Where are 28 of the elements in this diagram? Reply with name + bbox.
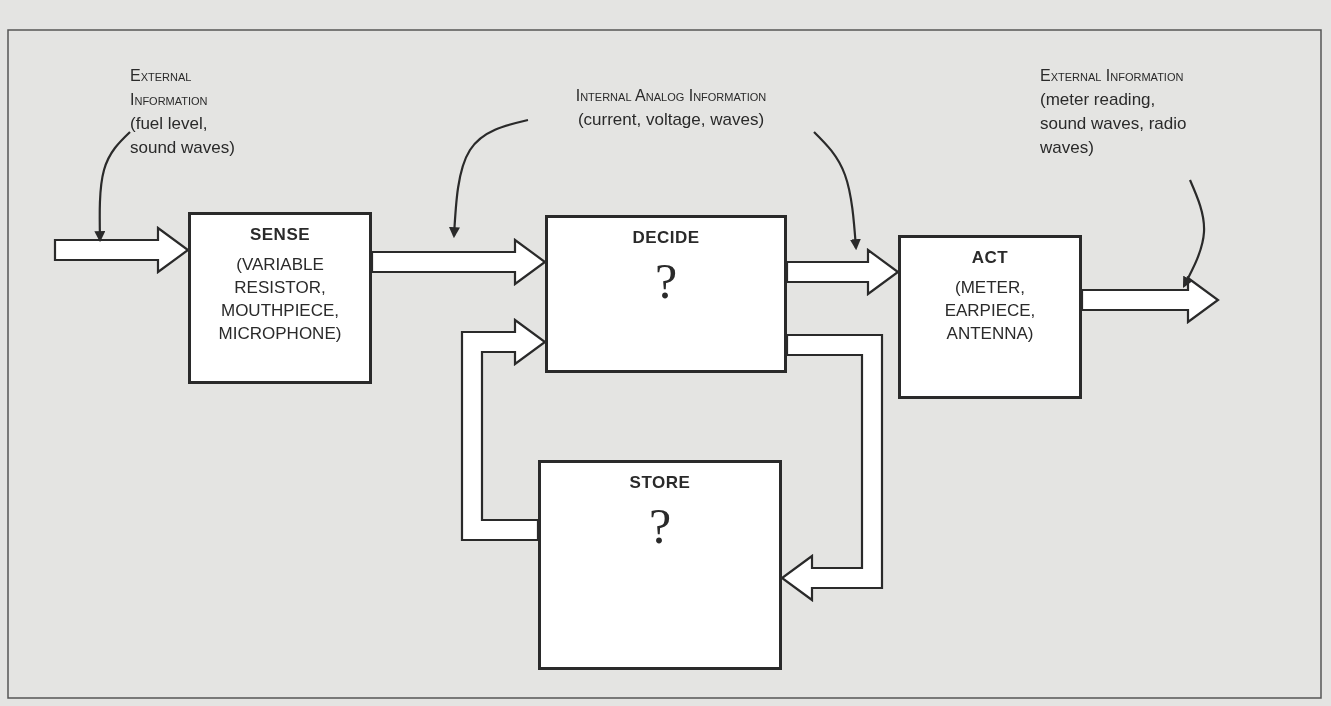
leader-line <box>94 131 131 243</box>
question-mark: ? <box>654 256 678 306</box>
leader-line <box>813 131 861 251</box>
process-box <box>545 215 787 373</box>
annotation-heading: Internal Analog Information <box>575 86 767 106</box>
annotation-heading: External Information <box>1040 66 1184 86</box>
process-box <box>898 235 1082 399</box>
block-arrow <box>785 247 900 297</box>
block-arrow <box>53 225 190 275</box>
block-arrow <box>370 237 547 287</box>
block-arrow <box>460 317 547 542</box>
block-arrow <box>780 333 884 603</box>
process-box <box>188 212 372 384</box>
box-title: DECIDE <box>632 228 700 248</box>
annotation-note: (meter reading, sound waves, radio waves) <box>1040 89 1188 159</box>
box-title: ACT <box>971 248 1009 268</box>
annotation-note: (fuel level, sound waves) <box>130 113 236 159</box>
box-description: (VARIABLE RESISTOR, MOUTHPIECE, MICROPHONE) <box>217 254 343 345</box>
question-mark: ? <box>648 501 672 551</box>
leader-line <box>449 118 529 239</box>
annotation-note: (current, voltage, waves) <box>577 109 765 131</box>
process-box <box>538 460 782 670</box>
leader-line <box>1183 179 1206 288</box>
box-description: (METER, EARPIECE, ANTENNA) <box>943 277 1037 345</box>
box-title: STORE <box>629 473 691 493</box>
block-arrow <box>1080 275 1220 325</box>
annotation-heading: External Information <box>130 66 209 110</box>
box-title: SENSE <box>249 225 311 245</box>
